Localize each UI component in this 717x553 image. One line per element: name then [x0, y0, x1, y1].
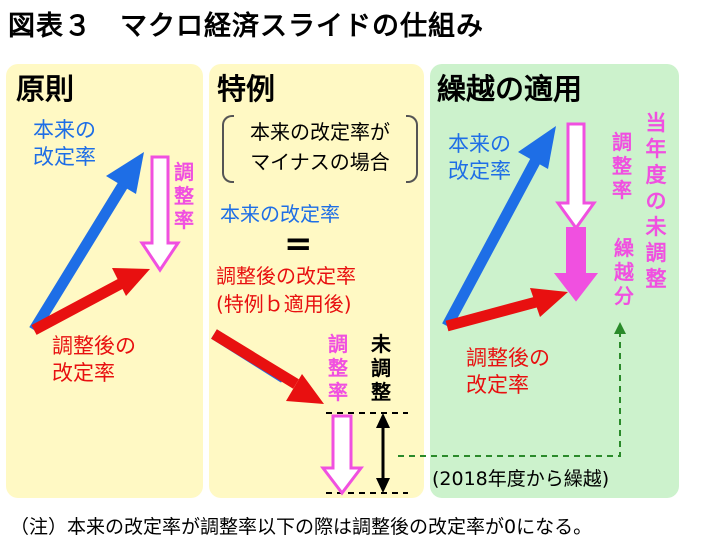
- carryover-adjusted-arrow: [445, 288, 568, 332]
- exception-unadjusted-label: 未調整: [371, 332, 391, 404]
- carryover-adjustment-label: 調整率: [612, 130, 632, 202]
- exception-adjusted-arrow: [211, 329, 324, 404]
- principle-adjustment-label: 調整率: [174, 160, 194, 232]
- footnote: （注）本来の改定率が調整率以下の際は調整後の改定率が0になる。: [10, 516, 593, 538]
- exception-adjusted-label: 調整後の改定率 (特例ｂ適用後): [216, 264, 356, 316]
- principle-panel: [6, 64, 203, 498]
- exception-equals: =: [284, 224, 313, 264]
- carryover-adjustment-arrow: [555, 122, 597, 231]
- principle-adjustment-arrow: [139, 155, 181, 273]
- exception-heading: 特例: [217, 72, 276, 106]
- carryover-adjusted-label: 調整後の 改定率: [466, 346, 550, 397]
- principle-adjusted-arrow: [31, 268, 150, 335]
- carryover-amount-arrow: [553, 227, 599, 302]
- exception-condition: 本来の改定率が マイナスの場合: [222, 115, 418, 183]
- principle-original-arrow: [29, 152, 144, 333]
- principle-heading: 原則: [16, 72, 75, 106]
- carryover-original-label: 本来の 改定率: [448, 132, 511, 183]
- unadjusted-double-arrow: [376, 413, 390, 493]
- current-year-unadjusted-label: 当年度の未調整: [645, 111, 667, 291]
- carryover-heading: 繰越の適用: [437, 72, 583, 106]
- principle-original-label: 本来の 改定率: [33, 118, 96, 169]
- exception-adjustment-arrow: [319, 414, 365, 496]
- carryover-amount-label: 繰越分: [614, 236, 634, 308]
- exception-adjustment-label: 調整率: [328, 332, 348, 404]
- carryover-original-arrow: [442, 126, 556, 329]
- exception-original-label: 本来の改定率: [220, 202, 340, 226]
- carryover-connector: [398, 330, 621, 457]
- page-title: 図表３ マクロ経済スライドの仕組み: [8, 11, 484, 42]
- carryover-note: (2018年度から繰越): [432, 468, 610, 490]
- principle-adjusted-label: 調整後の 改定率: [52, 334, 136, 385]
